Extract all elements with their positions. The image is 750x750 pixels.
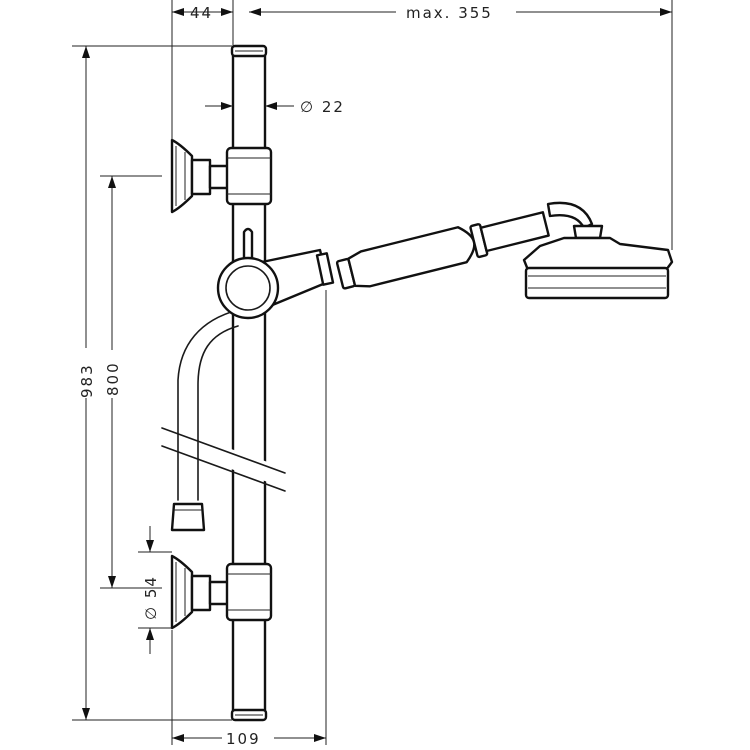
dimension-44: 44 [172, 4, 233, 22]
svg-text:∅ 54: ∅ 54 [142, 575, 160, 620]
break-lines [150, 420, 290, 492]
svg-text:800: 800 [104, 361, 122, 396]
dimension-800: 800 [104, 176, 122, 588]
svg-text:109: 109 [226, 730, 261, 748]
dimension-diameter-54: ∅ 54 [142, 526, 160, 654]
dimension-diameter-22: ∅ 22 [205, 98, 345, 116]
svg-text:max. 355: max. 355 [406, 4, 493, 22]
svg-text:∅ 22: ∅ 22 [300, 98, 345, 116]
hand-shower [335, 201, 674, 300]
svg-text:983: 983 [78, 363, 96, 398]
slide-rail [230, 44, 268, 722]
lower-wall-bracket [170, 554, 273, 630]
extension-lines [72, 0, 673, 745]
slider-holder [216, 227, 335, 320]
dimension-max-355: max. 355 [249, 4, 672, 22]
dimension-983: 983 [78, 46, 96, 720]
shower-hose [170, 309, 239, 532]
upper-wall-bracket [170, 138, 273, 214]
svg-text:44: 44 [190, 4, 213, 22]
dimension-109: 109 [172, 730, 326, 748]
